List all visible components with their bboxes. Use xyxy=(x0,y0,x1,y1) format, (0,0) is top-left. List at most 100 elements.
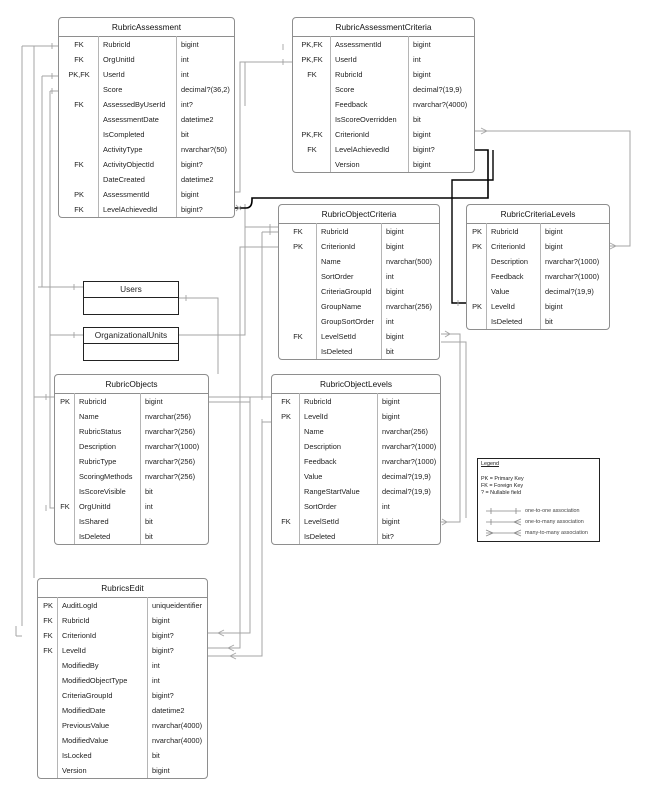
cardinality-mark-17 xyxy=(217,632,225,637)
key-badge: PK xyxy=(472,242,482,251)
relationship-line-17 xyxy=(441,341,467,518)
column-name: Description xyxy=(304,442,341,451)
column-name: RubricId xyxy=(491,227,519,236)
column-type: int xyxy=(152,676,160,685)
column-divider xyxy=(408,36,409,172)
column-name: AuditLogId xyxy=(62,601,98,610)
key-badge: FK xyxy=(74,40,84,49)
column-name: Description xyxy=(79,442,116,451)
highlighted-relationship-line-2 xyxy=(451,150,494,304)
column-type: decimal?(19,9) xyxy=(382,487,431,496)
organizational-units-table[interactable]: OrganizationalUnits xyxy=(83,327,179,361)
cardinality-mark-22 xyxy=(235,204,242,211)
users-table[interactable]: Users xyxy=(83,281,179,315)
column-name: CriterionId xyxy=(491,242,526,251)
column-name: LevelAchievedId xyxy=(103,205,158,214)
legend-many-to-many-label: many-to-many association xyxy=(525,530,588,536)
cardinality-mark-18 xyxy=(227,644,235,649)
key-badge: PK,FK xyxy=(68,70,90,79)
column-name: ModifiedValue xyxy=(62,736,109,745)
column-name: UserId xyxy=(335,55,357,64)
column-type: bigint xyxy=(181,190,199,199)
cardinality-mark-28 xyxy=(441,518,448,523)
